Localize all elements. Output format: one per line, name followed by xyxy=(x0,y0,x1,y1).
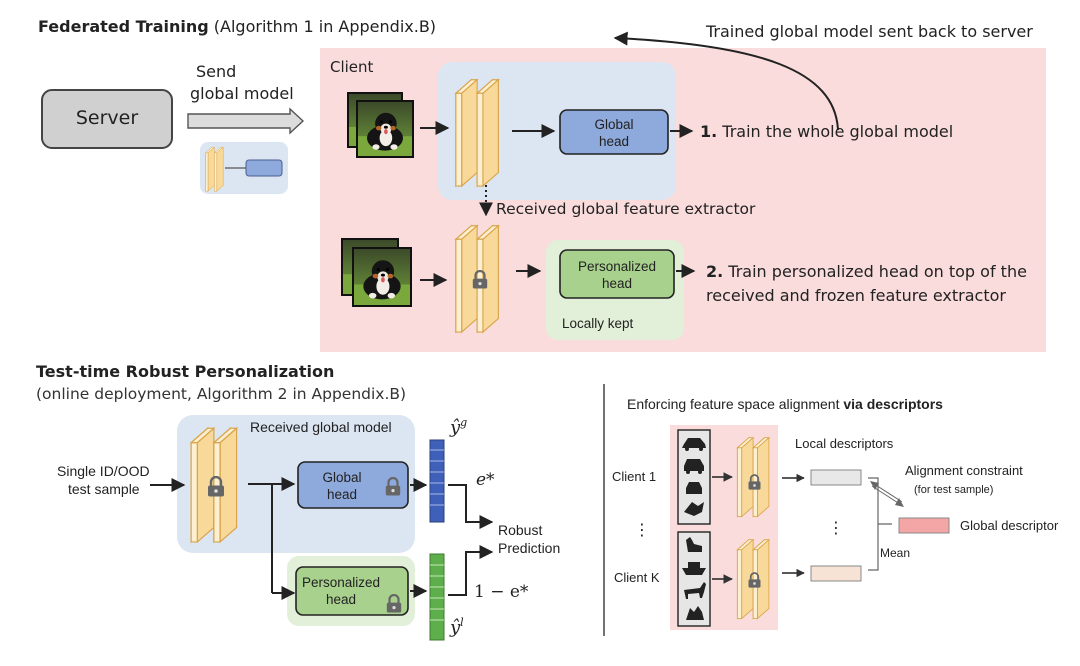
test-personalized-head-line2: head xyxy=(325,592,357,607)
client-label: Client xyxy=(330,58,374,76)
ship-icon xyxy=(682,562,706,575)
clientK-extractor xyxy=(736,539,770,620)
personalized-head-line2: head xyxy=(601,276,633,291)
mean-bracket xyxy=(868,477,892,571)
personalized-head-label: Personalized head xyxy=(560,258,674,292)
input-label-2: test sample xyxy=(68,481,140,497)
step2-line2: received and frozen feature extractor xyxy=(706,286,1006,305)
clientK-label: Client K xyxy=(614,570,660,585)
global-head-box xyxy=(559,109,669,155)
step1-text: Train the whole global model xyxy=(717,122,954,141)
car-icon-3 xyxy=(686,482,702,494)
y-global-sup: g xyxy=(460,416,468,429)
step1-num: 1. xyxy=(700,122,718,141)
test-global-head-line2: head xyxy=(326,487,358,502)
locally-kept-label: Locally kept xyxy=(562,316,634,331)
personalized-head-box xyxy=(559,249,675,299)
send-arrow xyxy=(187,107,305,135)
step2-num: 2. xyxy=(706,262,724,281)
received-extractor-label: Received global feature extractor xyxy=(496,200,756,218)
federated-title-bold: Federated Training xyxy=(38,17,209,36)
y-global-symbol: ŷ xyxy=(450,417,461,438)
client1-descriptor xyxy=(810,469,862,486)
e-star-label: e* xyxy=(476,470,495,490)
local-descriptors-label: Local descriptors xyxy=(795,436,894,451)
client1-extractor xyxy=(736,437,770,518)
send-back-arrow xyxy=(613,31,839,131)
horse-icon xyxy=(684,582,706,599)
server-box xyxy=(41,89,173,149)
federated-title: Federated Training (Algorithm 1 in Appen… xyxy=(38,17,436,36)
y-global-label: ŷg xyxy=(450,416,467,438)
y-local-symbol: ŷ xyxy=(450,617,461,638)
step1-label: 1. Train the whole global model xyxy=(700,122,953,141)
personalized-head-line1: Personalized xyxy=(577,259,657,274)
alignment-arrow xyxy=(870,481,904,507)
testtime-title: Test-time Robust Personalization xyxy=(36,362,335,381)
alignment-title: Enforcing feature space alignment via de… xyxy=(627,396,943,412)
bird-icon-2 xyxy=(686,537,702,552)
input-label-1: Single ID/OOD xyxy=(57,463,150,479)
alignment-constraint-2: (for test sample) xyxy=(914,484,994,496)
y-local-label: ŷl xyxy=(450,616,464,638)
alignment-title-rest: Enforcing feature space alignment xyxy=(627,396,844,412)
global-head-label: Global head xyxy=(560,116,668,150)
test-global-head-line1: Global xyxy=(322,470,362,485)
test-personalized-head-line1: Personalized xyxy=(301,575,381,590)
global-descriptor-label: Global descriptor xyxy=(960,518,1059,533)
send-label-2: global model xyxy=(190,84,294,103)
alignment-constraint-1: Alignment constraint xyxy=(905,463,1023,478)
car-icon-2 xyxy=(684,459,704,471)
global-head-line2: head xyxy=(598,134,630,149)
test-global-head-label: Global head xyxy=(298,469,386,503)
federated-title-rest: (Algorithm 1 in Appendix.B) xyxy=(208,17,437,36)
y-local-sup: l xyxy=(460,616,464,629)
test-personalized-head-box xyxy=(295,566,409,616)
cat-icon xyxy=(686,606,704,620)
feature-extractor-1 xyxy=(455,79,499,187)
test-feature-extractor xyxy=(190,427,238,543)
testtime-subtitle: (online deployment, Algorithm 2 in Appen… xyxy=(36,385,407,403)
server-label: Server xyxy=(75,107,139,129)
bird-icon xyxy=(684,502,704,516)
global-head-line1: Global xyxy=(594,117,634,132)
car-icon xyxy=(682,438,706,448)
clientK-descriptor xyxy=(810,565,862,582)
send-label-1: Send xyxy=(196,62,237,81)
step2-line1: 2. Train personalized head on top of the xyxy=(706,262,1027,281)
mean-label: Mean xyxy=(880,546,911,560)
robust-label-1: Robust xyxy=(498,522,543,538)
global-descriptor-box xyxy=(898,517,950,534)
received-global-model-label: Received global model xyxy=(250,419,392,435)
global-prediction-vector xyxy=(429,439,445,523)
one-minus-e-label: 1 − e* xyxy=(474,582,529,602)
test-personalized-head-label: Personalized head xyxy=(296,574,386,608)
step2-text-1: Train personalized head on top of the xyxy=(723,262,1027,281)
alignment-title-bold: via descriptors xyxy=(843,396,943,412)
client1-label: Client 1 xyxy=(612,469,657,484)
trained-back-label: Trained global model sent back to server xyxy=(706,22,1033,41)
vdots-left: ⋮ xyxy=(634,520,650,539)
vdots-right: ⋮ xyxy=(828,518,844,537)
test-global-head-box xyxy=(297,461,409,509)
robust-label-2: Prediction xyxy=(498,540,561,556)
local-prediction-vector xyxy=(429,553,445,641)
